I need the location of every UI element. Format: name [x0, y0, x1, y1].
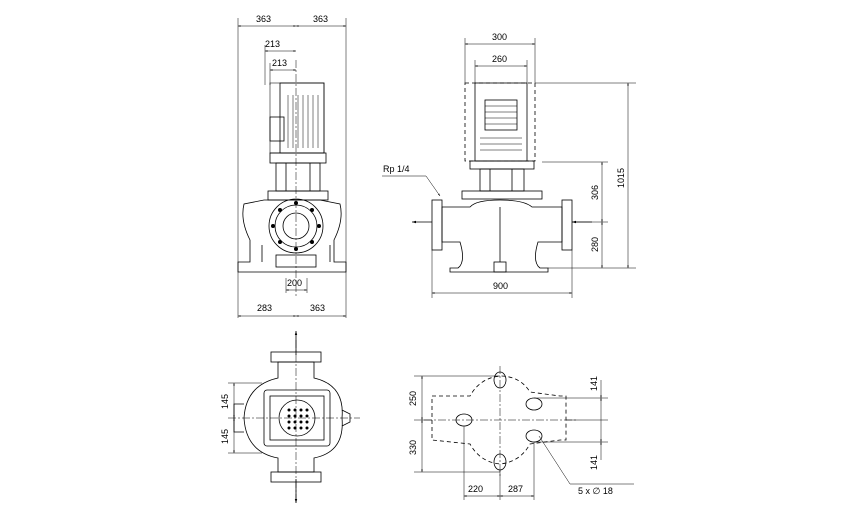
dim-plan-left-lower: 145 — [220, 429, 230, 444]
dim-base-bottom-left: 220 — [468, 484, 483, 494]
dim-base-right-lower: 141 — [589, 455, 599, 470]
dim-base-left-lower: 330 — [408, 440, 418, 455]
dim-front-top-right: 363 — [313, 14, 328, 24]
dim-front-bottom-right: 363 — [310, 303, 325, 313]
dim-plan-left-upper: 145 — [220, 394, 230, 409]
motor-body — [269, 82, 325, 154]
dim-side-width: 900 — [493, 281, 508, 291]
dim-side-top-outer: 300 — [492, 32, 507, 42]
dim-base-left-upper: 250 — [408, 391, 418, 406]
plan-view: 145 145 — [220, 331, 360, 503]
dim-base-bottom-right: 287 — [508, 484, 523, 494]
dim-front-bottom-left: 283 — [257, 303, 272, 313]
base-view: 250 330 141 141 220 287 5 x ∅ 18 — [408, 366, 634, 500]
dim-front-lower: 213 — [272, 58, 287, 68]
dim-side-height-total: 1015 — [616, 168, 626, 188]
dim-front-top-left: 363 — [256, 14, 271, 24]
dim-side-height-lower: 280 — [590, 237, 600, 252]
dim-base-right-upper: 141 — [589, 376, 599, 391]
dim-front-upper: 213 — [265, 39, 280, 49]
dim-side-top-inner: 260 — [492, 54, 507, 64]
dim-side-height-upper: 306 — [590, 185, 600, 200]
dim-base-holes: 5 x ∅ 18 — [578, 486, 613, 496]
side-view: Rp 1/4 300 260 1015 306 280 900 — [382, 32, 636, 298]
port-label: Rp 1/4 — [383, 164, 410, 174]
motor-envelope — [464, 82, 536, 162]
front-view: 363 363 213 213 200 283 363 — [237, 14, 347, 318]
base-outline — [431, 375, 567, 465]
dim-front-bottom-mid: 200 — [287, 278, 302, 288]
